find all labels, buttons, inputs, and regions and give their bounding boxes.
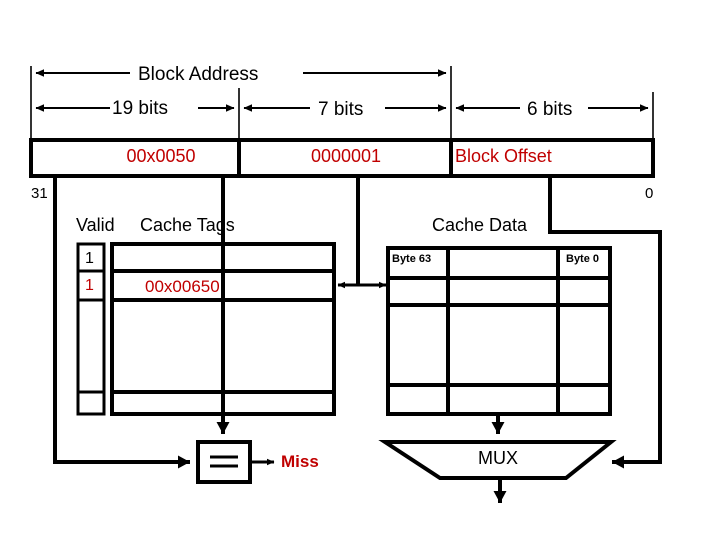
tag-bits-label: 19 bits — [112, 98, 168, 119]
offset-route — [548, 177, 662, 469]
byte63-label: Byte 63 — [392, 253, 432, 265]
mux-label: MUX — [478, 448, 518, 468]
mux-shape — [378, 440, 617, 480]
cache-tag-entry: 00x00650 — [145, 277, 220, 296]
offset-bits-label: 6 bits — [527, 99, 573, 120]
comparator-glyph-lines — [210, 455, 238, 468]
byte0-label: Byte 0 — [566, 253, 600, 265]
miss-result-label: Miss — [281, 452, 319, 471]
valid-bit-row2: 1 — [85, 277, 94, 294]
valid-column — [76, 242, 106, 416]
cache-data-table — [386, 246, 612, 416]
block-address-label: Block Address — [138, 64, 259, 85]
cache-data-label: Cache Data — [432, 215, 528, 235]
tag-route — [53, 177, 190, 469]
cache-tags-label: Cache Tags — [140, 215, 235, 235]
address-index-value: 0000001 — [310, 146, 382, 166]
dimension-ticks — [30, 66, 654, 140]
valid-bit-row1: 1 — [85, 250, 94, 267]
valid-column-label: Valid — [76, 215, 115, 235]
address-tag-value: 00x0050 — [126, 146, 196, 166]
address-offset-value: Block Offset — [455, 146, 552, 166]
msb-index-label: 31 — [31, 185, 48, 202]
comparator-box — [196, 440, 252, 484]
address-bar-box — [29, 138, 655, 178]
lsb-index-label: 0 — [645, 185, 654, 202]
cache-tags-table — [110, 242, 336, 416]
index-bits-label: 7 bits — [318, 99, 364, 120]
